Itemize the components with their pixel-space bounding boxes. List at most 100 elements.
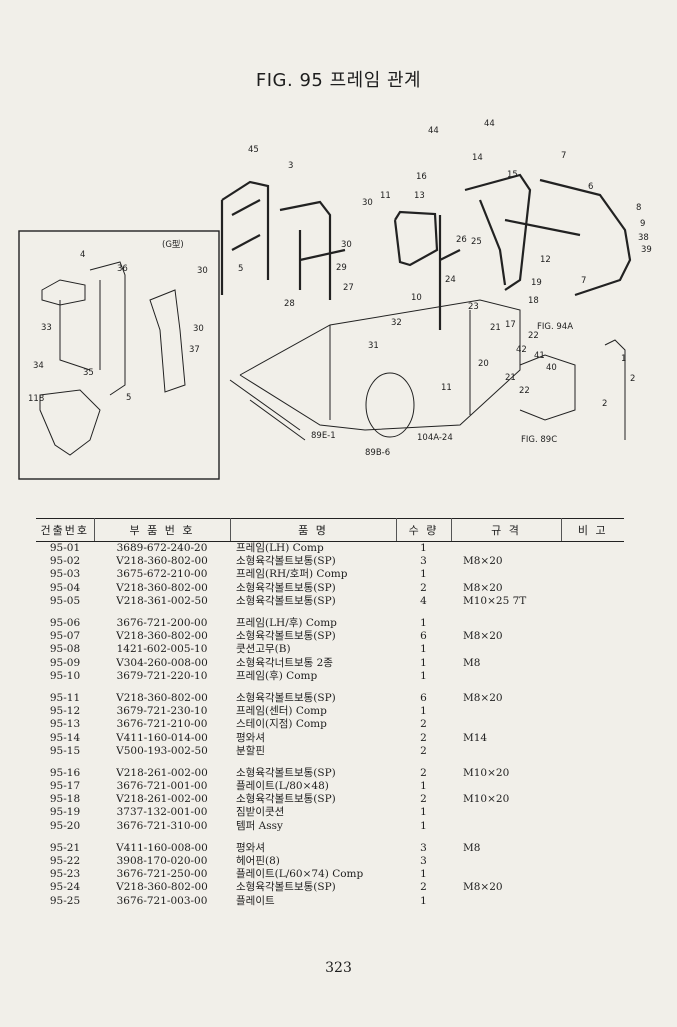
col-header-name: 품 명 [230, 518, 397, 542]
callout-label: 41 [534, 351, 545, 361]
cell-part-number: V218-360-802-00 [116, 555, 208, 568]
cell-part-number: 3676-721-200-00 [116, 617, 208, 630]
cell-code: 95-03 [49, 568, 81, 581]
cell-spec: M8 [463, 656, 481, 669]
col-header-part-number: 부 품 번 호 [94, 518, 231, 542]
page-number: 323 [325, 960, 352, 976]
cell-quantity: 2 [420, 718, 427, 731]
cell-part-number: 3676-721-003-00 [116, 894, 208, 907]
cell-remarks [561, 670, 624, 683]
cell-name: 분할핀 [236, 744, 265, 757]
cell-remarks [561, 582, 624, 595]
cell-quantity: 2 [420, 581, 427, 594]
cell-code: 95-22 [49, 855, 81, 868]
cell-part-number: V218-261-002-00 [116, 766, 208, 779]
callout-label: 89B-6 [365, 448, 390, 458]
callout-label: 118 [28, 394, 44, 404]
cell-code: 95-20 [49, 819, 81, 832]
cell-part-number: 1421-602-005-10 [116, 643, 208, 656]
cell-quantity: 6 [420, 691, 427, 704]
cell-name: 프레임(후) Comp [236, 669, 318, 682]
cell-spec: M10×20 [463, 793, 510, 806]
callout-label: 38 [638, 233, 649, 243]
callout-label: 21 [490, 323, 501, 333]
cell-part-number: V218-361-002-50 [116, 594, 208, 607]
callout-label: 6 [588, 182, 593, 192]
cell-code: 95-15 [49, 744, 81, 757]
cell-name: 플레이트 [236, 894, 275, 907]
cell-code: 95-09 [49, 656, 81, 669]
cell-quantity: 2 [420, 731, 427, 744]
callout-label: 10 [411, 293, 422, 303]
callout-label: 45 [248, 145, 259, 155]
callout-label: 11 [380, 191, 391, 201]
cell-remarks [561, 643, 624, 656]
callout-label: 8 [636, 203, 641, 213]
frame-panel [229, 299, 626, 441]
cell-code: 95-12 [49, 705, 81, 718]
cell-code: 95-11 [49, 691, 81, 704]
inset-parts [39, 261, 186, 456]
cell-quantity: 2 [420, 793, 427, 806]
cell-remarks [561, 895, 624, 908]
cell-code: 95-13 [49, 718, 81, 731]
cell-spec [451, 718, 561, 731]
callout-label: 4 [80, 250, 85, 260]
cell-code: 95-08 [49, 643, 81, 656]
cell-spec: M8×20 [463, 630, 503, 643]
cell-name: 스테이(지점) Comp [236, 718, 327, 731]
cell-quantity: 1 [420, 705, 427, 718]
callout-label: 30 [193, 324, 204, 334]
cell-remarks [561, 745, 624, 758]
cell-remarks [561, 705, 624, 718]
cell-code: 95-18 [49, 793, 81, 806]
callout-label: 30 [197, 266, 208, 276]
callout-label: 32 [391, 318, 402, 328]
cell-spec: M10×20 [463, 766, 510, 779]
cell-remarks [561, 780, 624, 793]
cell-spec: M8×20 [463, 581, 503, 594]
callout-label: 27 [343, 283, 354, 293]
cell-quantity: 1 [420, 643, 427, 656]
callout-label: 17 [505, 320, 516, 330]
cell-code: 95-21 [49, 841, 81, 854]
cell-remarks [561, 683, 624, 705]
callout-label: 28 [284, 299, 295, 309]
cell-name: 소형육각볼트보통(SP) [236, 881, 336, 894]
cell-name: 평와셔 [236, 841, 265, 854]
callout-label: 12 [540, 255, 551, 265]
cell-part-number: 3676-721-210-00 [116, 718, 208, 731]
callout-label: 29 [336, 263, 347, 273]
cell-remarks [561, 657, 624, 670]
table-row: 95-13 3676-721-210-00 스테이(지점) Comp 2 [36, 718, 624, 731]
callout-label: 26 [456, 235, 467, 245]
callout-label: 30 [341, 240, 352, 250]
cell-spec [451, 542, 561, 556]
cell-part-number: 3676-721-250-00 [116, 868, 208, 881]
cell-name: 소형육각볼트보통(SP) [236, 766, 336, 779]
cell-code: 95-23 [49, 868, 81, 881]
cell-name: 평와셔 [236, 731, 265, 744]
cell-code: 95-06 [49, 617, 81, 630]
cell-remarks [561, 542, 624, 556]
callout-label: 1 [621, 354, 626, 364]
cell-quantity: 1 [420, 806, 427, 819]
cell-spec [451, 670, 561, 683]
callout-label: 104A-24 [417, 433, 453, 443]
cell-spec: M8×20 [463, 691, 503, 704]
callout-label: 14 [472, 153, 483, 163]
cell-quantity: 1 [420, 542, 427, 555]
